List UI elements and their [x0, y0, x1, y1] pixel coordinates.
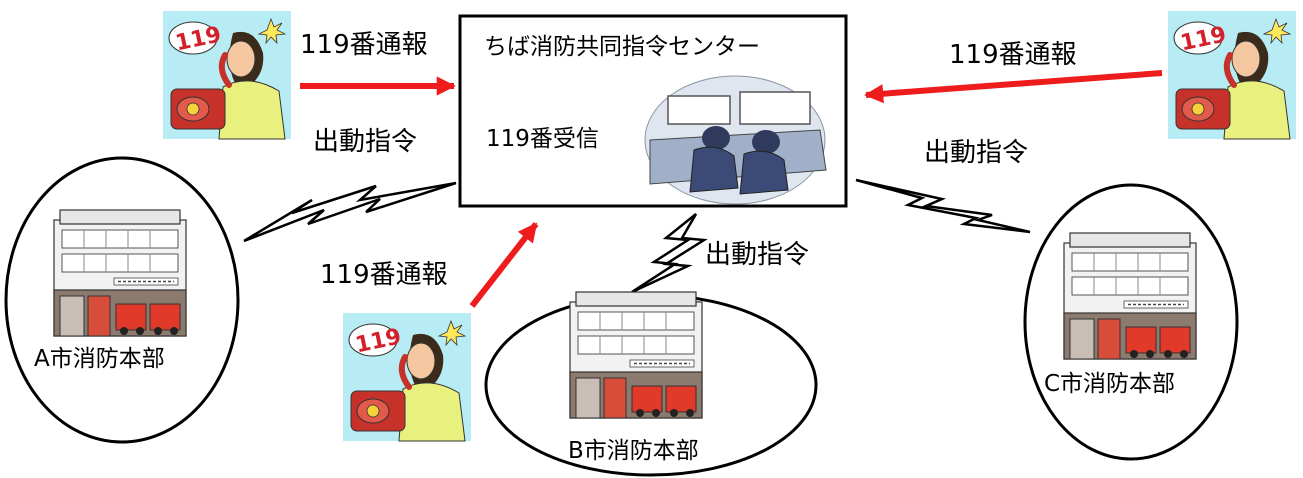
fire-station-building-icon — [1063, 232, 1197, 360]
dispatch-bolt-left — [243, 181, 457, 243]
station-b-label: B市消防本部 — [568, 438, 699, 464]
fire-station-building-icon — [569, 291, 703, 419]
caller-icon-top-left — [163, 11, 291, 139]
dispatch-bolt-right — [855, 178, 1031, 234]
dispatch-operators-icon — [644, 75, 827, 205]
dispatch-bolt-bottom — [631, 213, 708, 294]
caller-icon-top-right — [1168, 11, 1296, 139]
caller-icon-bottom — [343, 313, 471, 441]
report-arrow-bottom — [469, 222, 539, 308]
dispatch-label-left: 出動指令 — [313, 127, 418, 157]
dispatch-label-bottom: 出動指令 — [705, 240, 810, 270]
center-title: ちば消防共同指令センター — [484, 34, 760, 60]
fire-station-building-icon — [53, 209, 187, 337]
report-label-top-right: 119番通報 — [949, 40, 1077, 70]
report-arrow-top-right — [864, 70, 1163, 104]
dispatch-label-right: 出動指令 — [924, 138, 1029, 168]
station-c-label: C市消防本部 — [1044, 371, 1176, 397]
report-label-bottom: 119番通報 — [320, 260, 448, 290]
report-label-top-left: 119番通報 — [300, 30, 428, 60]
station-a-label: A市消防本部 — [34, 346, 165, 372]
center-receive-label: 119番受信 — [486, 126, 599, 152]
